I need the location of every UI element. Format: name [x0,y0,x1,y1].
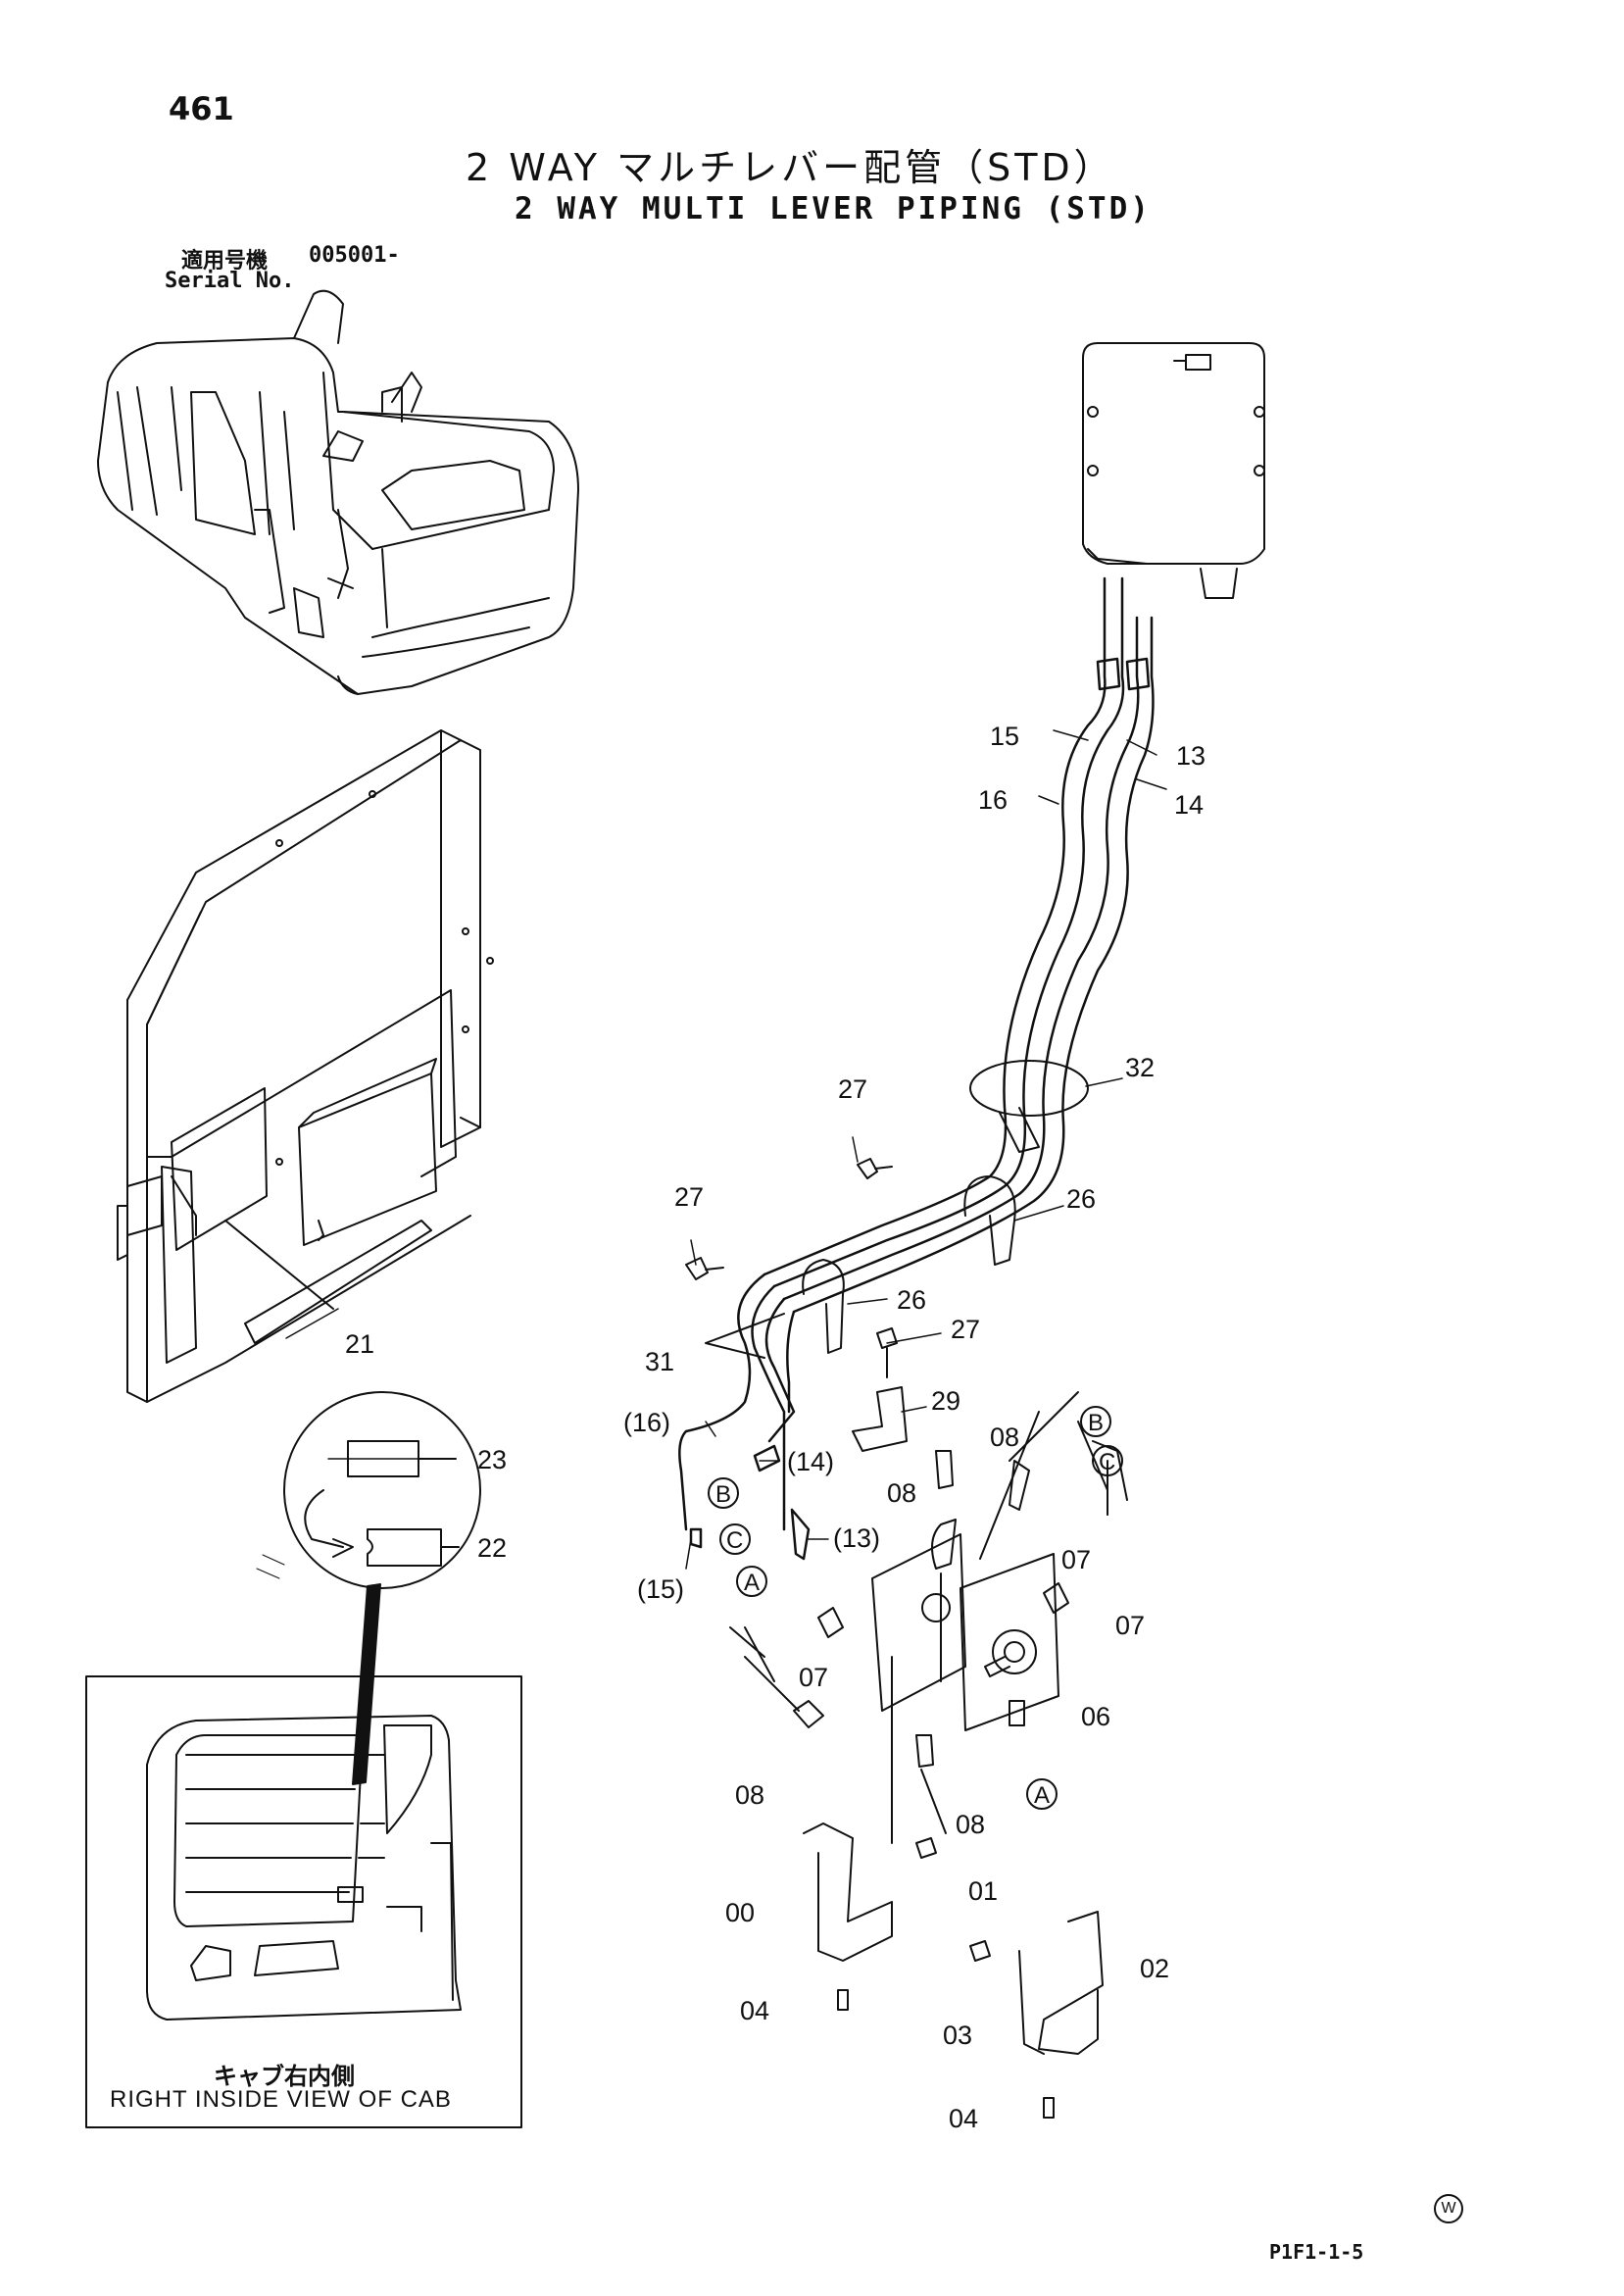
callout-08-c: 08 [735,1780,764,1810]
multi-lever-valve [1082,342,1265,599]
bolt-27-b [685,1257,724,1280]
callout-08-a: 08 [990,1423,1019,1452]
callout-15-ref: (15) [637,1574,684,1604]
callout-07-c: 07 [799,1663,828,1692]
connection-B-lower: B [715,1481,731,1508]
connection-C-lower: C [726,1527,743,1554]
inset-caption-english: RIGHT INSIDE VIEW OF CAB [110,2086,452,2113]
callout-22: 22 [477,1533,507,1563]
callout-04-a: 04 [740,1996,769,2025]
callout-08-d: 08 [956,1810,985,1839]
connection-C-upper: C [1099,1449,1115,1475]
pedal-valve-assembly [729,1391,1128,2119]
callout-04-b: 04 [949,2104,978,2133]
callout-27-c: 27 [951,1315,980,1344]
callout-27-a: 27 [838,1074,867,1104]
serial-label-english: Serial No. [165,269,295,293]
callout-23: 23 [477,1445,507,1474]
inset-caption-japanese: キャブ右内側 [214,2063,355,2090]
label-22 [367,1528,442,1567]
callout-15: 15 [990,722,1019,751]
excavator-overview-drawing [97,289,579,695]
bolt-27-a [857,1158,893,1179]
connection-A-left: A [744,1570,760,1596]
callout-29: 29 [931,1386,960,1416]
bracket-29 [852,1386,908,1452]
callout-14: 14 [1174,790,1204,820]
callout-06: 06 [1081,1702,1110,1731]
callout-14-ref: (14) [787,1447,834,1476]
callout-21: 21 [345,1329,374,1359]
page-number: 461 [169,90,234,127]
callout-07-b: 07 [1115,1611,1145,1640]
callout-13: 13 [1176,741,1206,771]
callout-27-b: 27 [674,1182,704,1212]
bolt-27-c [876,1327,898,1378]
callout-02: 02 [1140,1954,1169,1983]
title-english: 2 WAY MULTI LEVER PIPING (STD) [515,191,1152,226]
callout-08-b: 08 [887,1478,916,1508]
clamp-26-lower [802,1259,845,1354]
callout-26-a: 26 [1066,1184,1096,1214]
callout-03: 03 [943,2021,972,2050]
drawing-code: P1F1-1-5 [1269,2240,1364,2264]
serial-label-japanese: 適用号機 [181,249,269,274]
callout-32: 32 [1125,1053,1155,1082]
serial-number-value: 005001- [309,243,400,268]
callout-01: 01 [968,1876,998,1906]
connection-B-upper: B [1088,1410,1104,1436]
callout-16: 16 [978,785,1008,815]
watermark-circle: W [1434,2194,1463,2223]
ties-31-leaders [705,1313,785,1359]
callout-16-ref: (16) [623,1408,670,1437]
callout-13-ref: (13) [833,1523,880,1553]
callout-00: 00 [725,1898,755,1927]
callout-31: 31 [645,1347,674,1376]
cab-inside-view-inset [85,1675,522,2128]
callout-26-b: 26 [897,1285,926,1315]
callout-07-a: 07 [1061,1545,1091,1574]
band-32 [969,1060,1089,1117]
title-japanese: 2 WAY マルチレバー配管（STD） [466,146,1115,189]
hose-bundle [678,576,1155,1561]
label-detail-circle [256,1391,481,1785]
leader-lines [285,729,1167,1570]
connection-A-right: A [1034,1782,1050,1809]
cab-frame-drawing [117,729,494,1403]
